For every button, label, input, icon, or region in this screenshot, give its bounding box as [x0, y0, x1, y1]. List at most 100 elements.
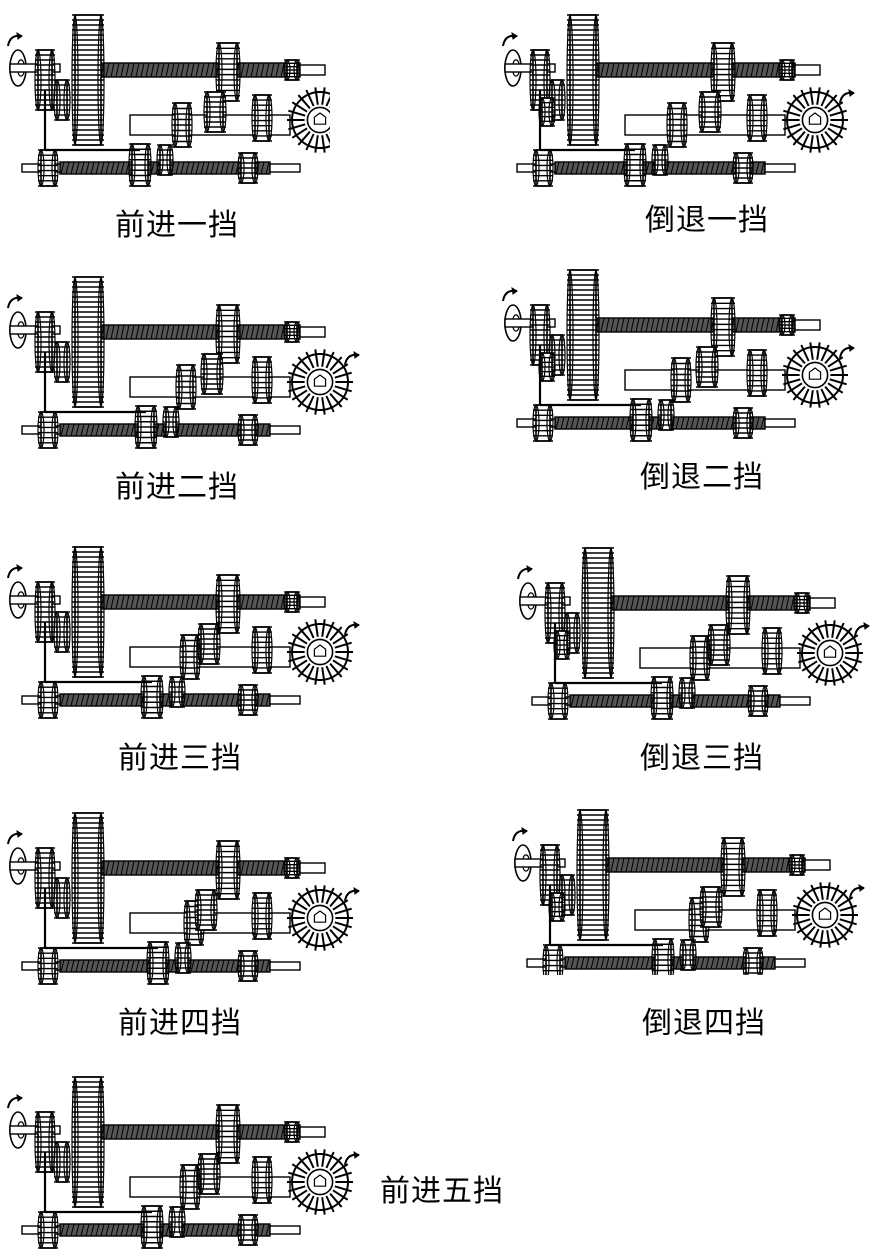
- output-bevel-gear: [287, 885, 353, 951]
- lower-gear-c: [678, 677, 696, 709]
- counter-gear-b: [197, 1153, 221, 1195]
- output-bevel-gear: [287, 87, 330, 153]
- lower-gear-a: [532, 149, 554, 187]
- caption-forward-5: 前进五挡: [380, 1174, 504, 1209]
- main-shaft-gear: [720, 837, 746, 897]
- main-shaft: [79, 62, 301, 78]
- gearbox-diagram: [7, 812, 360, 985]
- counter-gear-b: [707, 624, 731, 666]
- output-bevel-gear: [797, 620, 863, 686]
- large-driven-gear: [71, 1076, 105, 1208]
- main-shaft-coupler: [283, 1121, 301, 1143]
- lower-shaft-tip: [269, 695, 301, 705]
- large-driven-gear: [71, 276, 105, 408]
- lower-gear-d: [747, 685, 769, 717]
- gearbox-diagram: [502, 14, 855, 187]
- counter-gear-c: [761, 627, 783, 675]
- main-shaft-coupler: [788, 854, 806, 876]
- output-bevel-gear: [782, 87, 848, 153]
- counter-gear-a: [689, 635, 711, 681]
- gearbox-forward-1: [0, 0, 330, 200]
- lower-gear-d: [742, 947, 764, 975]
- lower-gear-b: [140, 1205, 164, 1249]
- main-shaft-tip: [299, 862, 326, 874]
- main-shaft: [574, 62, 796, 78]
- gearbox-diagram: [502, 269, 855, 442]
- large-driven-gear: [71, 546, 105, 678]
- counter-gear-a: [179, 1164, 201, 1210]
- main-shaft: [574, 317, 796, 333]
- counter-gear-a: [179, 634, 201, 680]
- input-rotation-arrow: [512, 827, 528, 842]
- input-gear: [529, 49, 551, 111]
- gearbox-forward-3: [0, 532, 370, 727]
- input-rotation-arrow: [502, 32, 518, 47]
- reverse-idler-gear: [553, 630, 571, 660]
- output-bevel-gear: [287, 349, 353, 415]
- reverse-idler-gear: [538, 352, 556, 382]
- lower-gear-b: [650, 676, 674, 720]
- lower-gear-a: [37, 681, 59, 719]
- counter-gear-b: [200, 353, 224, 395]
- counter-gear-c: [746, 94, 768, 142]
- lower-gear-c: [657, 399, 675, 431]
- lower-shaft-tip: [269, 961, 301, 971]
- input-gear: [34, 581, 56, 643]
- reverse-idler-gear: [548, 892, 566, 922]
- main-shaft-tip: [299, 596, 326, 608]
- main-shaft-coupler: [283, 59, 301, 81]
- counter-gear-b: [695, 346, 719, 388]
- lower-gear-c: [168, 676, 186, 708]
- caption-forward-1: 前进一挡: [115, 208, 239, 243]
- caption-forward-4: 前进四挡: [118, 1006, 242, 1041]
- output-bevel-gear: [287, 619, 353, 685]
- output-rotation-arrow: [854, 622, 870, 637]
- main-shaft: [79, 324, 301, 340]
- output-rotation-arrow: [344, 887, 360, 902]
- gearbox-diagram: [512, 809, 865, 975]
- main-shaft-gear: [215, 1104, 241, 1164]
- main-shaft-coupler: [283, 857, 301, 879]
- lower-gear-b: [140, 675, 164, 719]
- lower-gear-a: [37, 411, 59, 449]
- lower-gear-d: [237, 950, 259, 982]
- lower-gear-d: [237, 684, 259, 716]
- lower-gear-c: [651, 144, 669, 176]
- lower-shaft-tip: [779, 696, 811, 706]
- lower-shaft-tip: [269, 1225, 301, 1235]
- main-shaft-tip: [794, 64, 821, 76]
- gearbox-diagram: [7, 14, 330, 187]
- counter-gear-c: [251, 626, 273, 674]
- large-driven-gear: [71, 14, 105, 146]
- main-shaft-gear: [215, 840, 241, 900]
- output-bevel-gear: [792, 882, 858, 948]
- counter-gear-b: [699, 886, 723, 928]
- input-rotation-arrow: [7, 294, 23, 309]
- lower-gear-d: [237, 414, 259, 446]
- output-bevel-gear: [782, 342, 848, 408]
- large-driven-gear: [566, 14, 600, 146]
- gearbox-forward-5: [0, 1062, 370, 1252]
- counter-gear-a: [688, 897, 710, 943]
- gearbox-reverse-4: [505, 795, 880, 975]
- output-rotation-arrow: [839, 89, 855, 104]
- main-shaft-tip: [299, 64, 326, 76]
- counter-gear-c: [756, 889, 778, 937]
- main-shaft-gear: [710, 297, 736, 357]
- counter-gear-c: [251, 356, 273, 404]
- input-rotation-arrow: [7, 830, 23, 845]
- counter-gear-c: [746, 349, 768, 397]
- lower-gear-c: [156, 144, 174, 176]
- input-rotation-arrow: [502, 287, 518, 302]
- input-gear: [34, 847, 56, 909]
- counter-gear-b: [203, 91, 227, 133]
- lower-gear-d: [237, 152, 259, 184]
- gearbox-reverse-1: [495, 0, 865, 195]
- gearbox-diagram: [7, 276, 360, 449]
- lower-gear-a: [37, 1211, 59, 1249]
- main-shaft-tip: [299, 1126, 326, 1138]
- lower-gear-d: [237, 1214, 259, 1246]
- counter-gear-b: [698, 91, 722, 133]
- idler-gear: [53, 611, 71, 653]
- output-rotation-arrow: [344, 1151, 360, 1166]
